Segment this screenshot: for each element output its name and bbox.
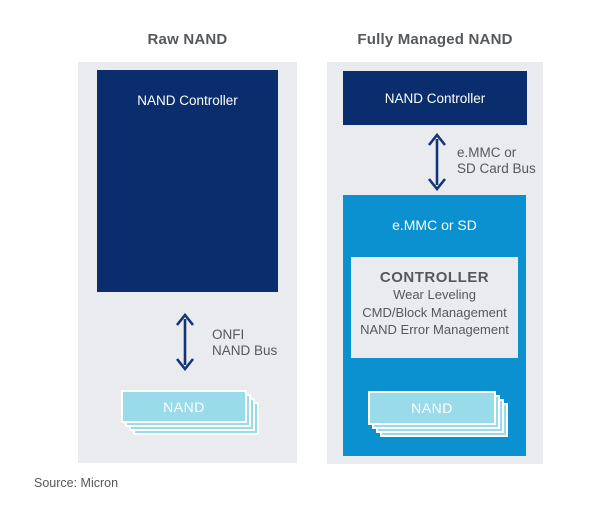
nand-box: NAND	[368, 391, 496, 425]
onfi-bus-arrow-icon	[175, 313, 195, 371]
onfi-bus-label: ONFI NAND Bus	[212, 327, 277, 359]
raw-nand-controller-label: NAND Controller	[137, 93, 238, 108]
raw-nand-controller-box: NAND Controller	[97, 70, 278, 292]
nand-label: NAND	[163, 398, 205, 415]
onfi-bus-label-line2: NAND Bus	[212, 343, 278, 358]
embedded-controller-box: CONTROLLER Wear Leveling CMD/Block Manag…	[351, 257, 518, 358]
onfi-bus-label-line1: ONFI	[212, 327, 245, 342]
raw-nand-title: Raw NAND	[147, 31, 228, 48]
managed-nand-die-stack: NAND	[368, 391, 512, 441]
emmc-sd-bus-label: e.MMC or SD Card Bus	[457, 145, 536, 177]
fully-managed-nand-panel: NAND Controller e.MMC or SD Card Bus e.M…	[327, 62, 543, 464]
nand-box: NAND	[121, 390, 247, 423]
managed-nand-controller-box: NAND Controller	[343, 71, 527, 125]
managed-nand-controller-label: NAND Controller	[384, 90, 486, 106]
emmc-sd-bus-label-line2: SD Card Bus	[457, 161, 536, 176]
controller-function-error-mgmt: NAND Error Management	[360, 322, 509, 337]
raw-nand-die-stack: NAND	[121, 390, 263, 439]
emmc-sd-device-label: e.MMC or SD	[392, 217, 477, 233]
source-note: Source: Micron	[34, 476, 119, 490]
embedded-controller-title: CONTROLLER	[379, 269, 490, 286]
raw-nand-panel: NAND Controller ONFI NAND Bus NAND	[78, 62, 297, 463]
controller-function-cmd-block: CMD/Block Management	[362, 304, 507, 320]
fully-managed-nand-title: Fully Managed NAND	[357, 31, 513, 48]
controller-function-wear-leveling: Wear Leveling	[393, 287, 476, 302]
emmc-sd-bus-label-line1: e.MMC or	[457, 145, 517, 160]
emmc-sd-device-box: e.MMC or SD CONTROLLER Wear Leveling CMD…	[343, 195, 526, 456]
emmc-sd-bus-arrow-icon	[427, 133, 447, 191]
nand-label: NAND	[411, 400, 453, 416]
